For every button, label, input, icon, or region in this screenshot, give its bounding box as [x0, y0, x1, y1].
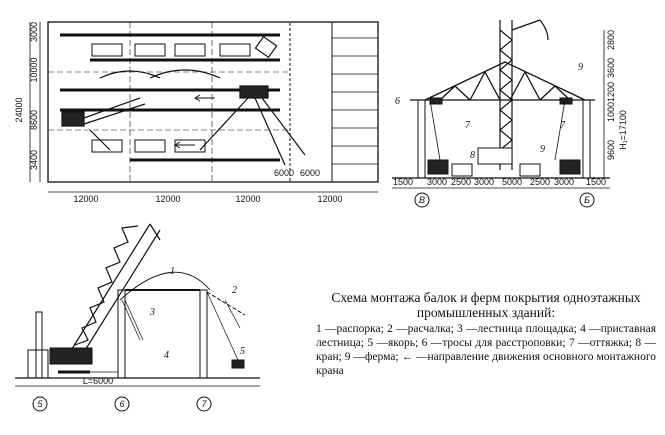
plan-view	[29, 21, 379, 193]
section-dim-2: 3000	[427, 177, 447, 187]
plan-right-bay-hatch	[332, 37, 378, 165]
plan-beam-blocks	[91, 43, 251, 153]
section-axis-left: В	[419, 195, 425, 205]
plan-dim-left-1: 3400	[29, 150, 39, 170]
side-column-right	[199, 289, 208, 379]
plan-dim-2: 12000	[155, 194, 180, 204]
section-dim-r4: 3600	[606, 58, 616, 78]
side-axis-5: 5	[37, 399, 43, 409]
section-view	[392, 19, 610, 208]
side-label-1: 1	[170, 266, 175, 277]
section-dim-5: 5000	[502, 177, 522, 187]
plan-direction-arrows	[174, 94, 215, 149]
section-column-right	[582, 99, 591, 179]
section-dims: 1500 3000 2500 3000 5000 2500 3000 1500 …	[393, 30, 628, 205]
side-label-3: 3	[149, 307, 155, 318]
plan-dim-4: 6000	[274, 168, 294, 178]
plan-crane-left	[61, 97, 146, 151]
plan-crane-top	[254, 35, 278, 59]
section-crane-body	[477, 147, 513, 165]
side-axis-bubble-6	[114, 396, 130, 412]
section-label-9a: 9	[578, 62, 583, 73]
plan-dim-left-2: 8600	[29, 110, 39, 130]
section-dim-r3: 1200	[606, 82, 616, 102]
side-label-2: 2	[232, 285, 237, 296]
section-dim-r5: 2800	[606, 30, 616, 50]
section-dim-r2: 1000	[606, 102, 616, 122]
section-axis-bubble-right	[579, 192, 595, 208]
section-dim-8: 1500	[586, 177, 606, 187]
section-axis-bubble-left	[414, 192, 430, 208]
plan-right-bay	[289, 21, 333, 183]
side-column-left	[35, 311, 43, 379]
side-labels: L=6000 5 6 7 1 2 3 4 5	[37, 266, 245, 409]
side-ladder	[121, 299, 144, 341]
section-label-8: 8	[470, 150, 475, 161]
section-dim-h1: H₁=17100	[618, 110, 628, 150]
plan-truss-arc	[149, 69, 221, 79]
plan-dim-total: 24000	[14, 97, 24, 122]
plan-dim-3: 12000	[235, 194, 260, 204]
section-dim-3: 2500	[451, 177, 471, 187]
plan-outline	[47, 21, 379, 183]
plan-dim-6: 12000	[317, 194, 342, 204]
section-dim-7: 3000	[554, 177, 574, 187]
side-axis-bubble-5	[32, 396, 48, 412]
side-axis-6: 6	[119, 399, 124, 409]
plan-dim-left-4: 3000	[29, 22, 39, 42]
section-label-7b: 7	[560, 120, 566, 131]
caption-legend: 1 —распорка; 2 —расчалка; 3 —лестница пл…	[316, 323, 656, 377]
section-crane-mast	[499, 19, 549, 170]
side-crane-boom	[69, 223, 161, 353]
plan-crane-right	[199, 85, 306, 166]
section-label-9b: 9	[540, 144, 545, 155]
section-label-7a: 7	[465, 120, 471, 131]
side-axis-7: 7	[201, 399, 207, 409]
plan-dims: 12000 12000 12000 6000 6000 12000 24000 …	[14, 22, 343, 204]
section-dim-6: 2500	[530, 177, 550, 187]
section-dim-r1: 9600	[606, 140, 616, 160]
section-dim-1: 1500	[393, 177, 413, 187]
side-label-4: 4	[164, 350, 169, 361]
section-guys	[429, 99, 566, 161]
section-dim-4: 3000	[474, 177, 494, 187]
section-axis-right: Б	[584, 195, 590, 205]
plan-grid	[48, 22, 290, 182]
side-dim: L=6000	[83, 376, 113, 386]
side-crane-body	[49, 347, 93, 365]
side-view	[15, 223, 260, 412]
side-label-5: 5	[240, 346, 245, 357]
plan-dim-1: 12000	[73, 194, 98, 204]
caption: Схема монтажа балок и ферм покрытия одно…	[316, 290, 656, 378]
section-label-6: 6	[395, 96, 400, 107]
side-column-mid	[117, 289, 126, 379]
plan-dim-5: 6000	[300, 168, 320, 178]
caption-title: Схема монтажа балок и ферм покрытия одно…	[331, 290, 641, 320]
side-axis-bubble-7	[196, 396, 212, 412]
plan-dim-left-3: 10000	[29, 57, 39, 82]
section-column-left	[417, 99, 426, 179]
